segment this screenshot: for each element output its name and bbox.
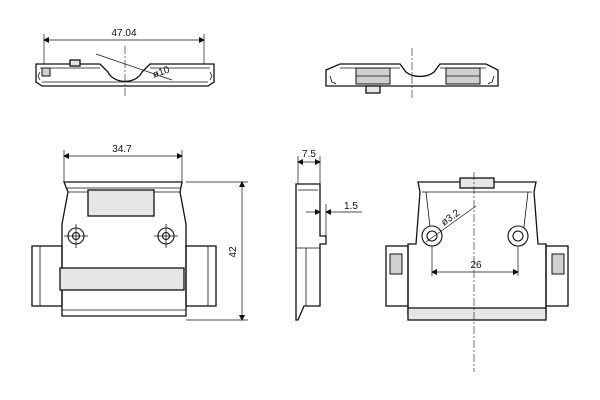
top-view: 47.04 ø10 — [35, 28, 215, 96]
rear-hole-label: ø3.2 — [439, 208, 462, 229]
front-height-label: 42 — [228, 246, 239, 258]
rear-pitch-label: 26 — [470, 260, 482, 271]
side-width-label: 7.5 — [302, 149, 316, 160]
front-width-label: 34.7 — [112, 144, 132, 155]
front-view: 34.7 42 — [31, 144, 248, 321]
top-arc-label: ø10 — [151, 64, 171, 80]
side-view: 7.5 1.5 — [295, 149, 362, 321]
rear-view: ø3.2 26 — [385, 172, 569, 372]
top-view-rear — [325, 48, 499, 100]
side-step-label: 1.5 — [344, 201, 358, 212]
top-width-label: 47.04 — [111, 28, 136, 39]
